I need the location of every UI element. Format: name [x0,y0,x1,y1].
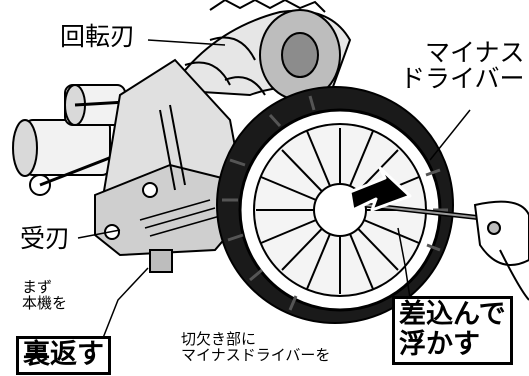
screwdriver-label-line2: ドライバー [400,64,525,94]
notch-instruction-line1: 切欠き部に [181,330,257,348]
flip-over-callout: 裏返す [16,336,111,376]
notch-instruction-line2: マイナスドライバーを [181,345,331,364]
first-instruction-line2: 本機を [22,293,68,312]
leader-insert-lift [397,227,411,299]
leader-first-flip [102,267,149,339]
rotary-blade-label: 回転刃 [60,22,136,51]
side-frame [94,58,247,273]
insert-lift-line1: 差込んで [399,299,506,330]
screwdriver-label-line1: マイナス [425,38,525,67]
leader-lines [77,39,471,339]
bed-knife-label: 受刃 [20,224,71,253]
wheel [216,86,454,324]
rear-roller [12,84,161,196]
direction-arrow-icon [348,166,412,212]
first-instruction-line1: まず [22,278,53,296]
leader-screwdriver [429,109,471,161]
notch-instruction: 切欠き部に マイナスドライバーを [181,330,331,364]
insert-lift-callout: 差込んで 浮かす [392,296,513,366]
first-instruction: まず 本機を [22,278,68,312]
insert-lift-line2: 浮かす [399,329,480,361]
screwdriver [364,200,529,301]
leader-bed-knife [77,229,121,239]
screwdriver-label: マイナス ドライバー [400,38,525,93]
leader-rotary-blade [147,39,226,46]
